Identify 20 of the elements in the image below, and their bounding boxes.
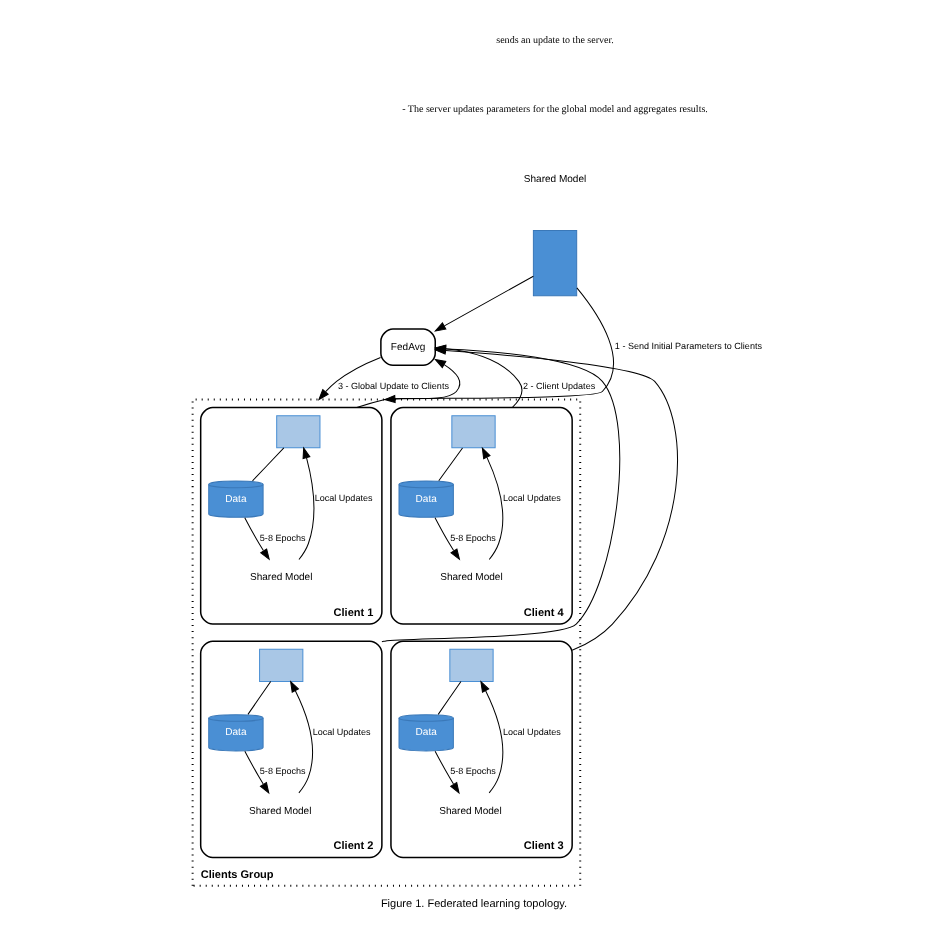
arrow	[289, 679, 313, 793]
connector	[437, 680, 462, 714]
node-box	[449, 647, 494, 681]
node-box	[259, 647, 304, 681]
connector	[252, 446, 285, 481]
arrow	[317, 355, 382, 400]
arrow	[244, 749, 270, 794]
arrow	[434, 274, 534, 331]
arrow	[356, 357, 461, 408]
node-box	[532, 228, 578, 296]
arrow	[480, 679, 504, 793]
arrow	[434, 749, 460, 794]
node-box	[451, 414, 496, 448]
connector	[438, 446, 464, 481]
arrow	[244, 516, 270, 560]
node-box	[276, 414, 321, 448]
arrow	[434, 516, 461, 560]
connector	[247, 680, 272, 714]
arrow	[298, 445, 315, 560]
arrow	[481, 445, 504, 560]
